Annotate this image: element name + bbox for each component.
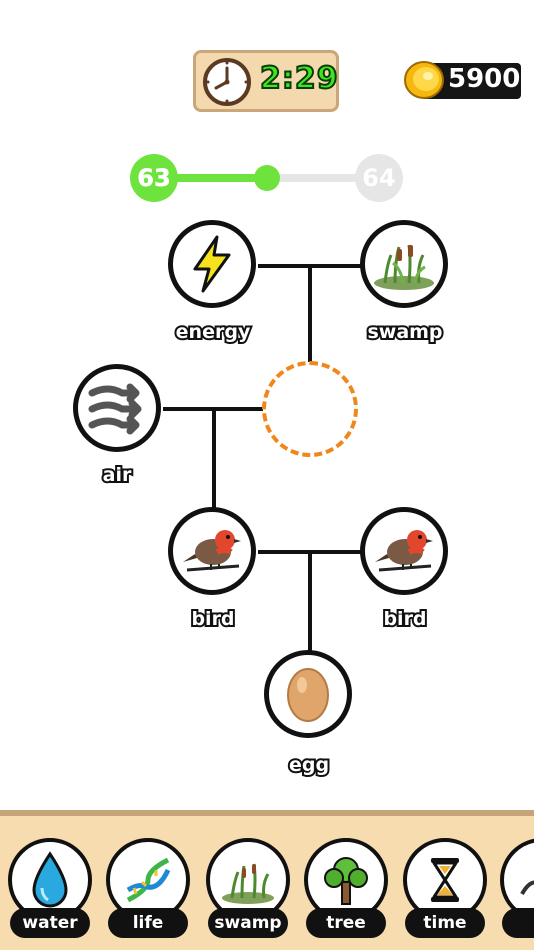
tray-item-water[interactable]: water: [8, 838, 92, 938]
tray-item-label: tree: [306, 908, 386, 938]
node-label: egg: [287, 752, 331, 778]
progress-knob: [254, 165, 280, 191]
next-level-badge: 64: [355, 154, 403, 202]
node-label: swamp: [365, 319, 444, 345]
tray-item-time[interactable]: time: [403, 838, 487, 938]
coin-icon: [402, 58, 446, 102]
tray-item-life[interactable]: life: [106, 838, 190, 938]
connector-line: [212, 407, 216, 511]
tray-item-label: water: [10, 908, 90, 938]
node-energy[interactable]: [168, 220, 256, 308]
coin-count: 5900: [448, 64, 521, 94]
node-label: bird: [381, 606, 428, 632]
wind-icon: [88, 383, 142, 435]
timer-panel: 2:29: [193, 50, 339, 112]
tray-item-tree[interactable]: tree: [304, 838, 388, 938]
node-label: energy: [174, 319, 253, 345]
swamp-icon: [222, 863, 274, 904]
clock-icon: [202, 57, 252, 107]
progress-fill: [160, 174, 271, 182]
node-label: air: [101, 462, 134, 488]
tray-item-label: time: [405, 908, 485, 938]
partial-icon: [520, 880, 534, 896]
bird-icon: [375, 530, 433, 572]
node-air[interactable]: [73, 364, 161, 452]
bird-icon: [183, 530, 241, 572]
timer-value: 2:29: [259, 60, 339, 97]
tree-icon: [324, 857, 368, 905]
tray-item-label: b: [502, 908, 534, 938]
tray-item-label: life: [108, 908, 188, 938]
connector-line: [308, 264, 312, 362]
tray-item-label: swamp: [208, 908, 288, 938]
water-drop-icon: [32, 851, 68, 908]
hourglass-icon: [431, 858, 459, 902]
node-bird[interactable]: [168, 507, 256, 595]
egg-icon: [287, 668, 329, 722]
node-swamp[interactable]: [360, 220, 448, 308]
connector-line: [308, 550, 312, 652]
node-label: bird: [189, 606, 236, 632]
tray-item-partial[interactable]: b: [500, 838, 534, 938]
dna-icon: [126, 857, 171, 903]
empty-result-slot[interactable]: [262, 361, 358, 457]
lightning-icon: [193, 235, 231, 293]
tray-item-swamp[interactable]: swamp: [206, 838, 290, 938]
swamp-icon: [374, 244, 434, 290]
node-egg[interactable]: [264, 650, 352, 738]
current-level-badge: 63: [130, 154, 178, 202]
node-bird[interactable]: [360, 507, 448, 595]
